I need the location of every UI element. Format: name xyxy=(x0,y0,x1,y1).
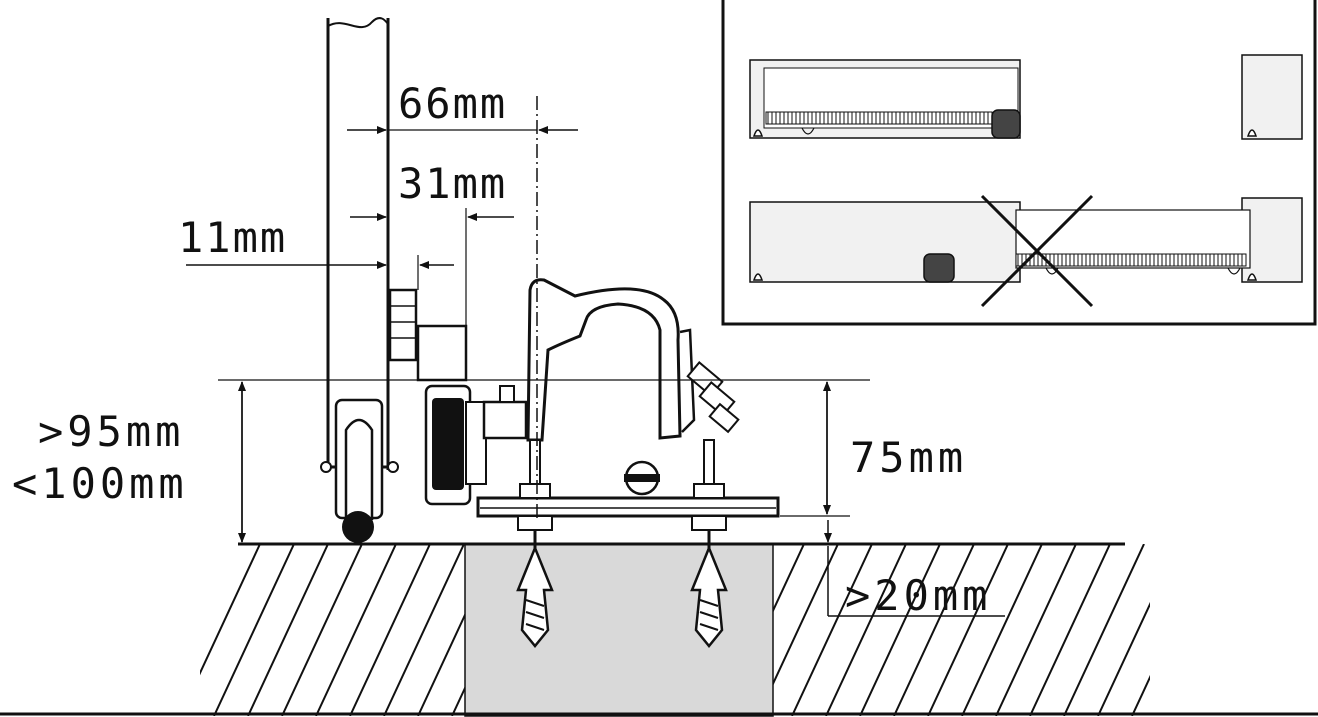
gear-rack xyxy=(388,288,468,382)
concrete-foundation xyxy=(464,543,774,717)
dimension-label-66mm: 66mm xyxy=(398,79,507,128)
gate-profile xyxy=(320,17,399,543)
dimension-label-31mm: 31mm xyxy=(398,159,507,208)
inset-rack-teeth-top xyxy=(767,112,989,124)
inset-rack-teeth-bottom xyxy=(1017,254,1243,266)
ground-section xyxy=(0,542,1318,717)
dimension-lines xyxy=(186,96,1005,617)
inset-incorrect-layout xyxy=(749,194,1303,308)
dimension-label-20mm: >20mm xyxy=(845,571,991,620)
dimension-label-min-height: >95mm xyxy=(38,407,184,456)
gate-operator xyxy=(424,278,780,531)
dimension-label-max-height: <100mm xyxy=(12,459,188,508)
anchor-right xyxy=(690,530,728,648)
dimension-label-11mm: 11mm xyxy=(178,213,287,262)
dimension-labels: 66mm 31mm 11mm >95mm <100mm 75mm >20mm xyxy=(12,79,991,620)
dimension-label-75mm: 75mm xyxy=(850,433,967,482)
anchor-left xyxy=(516,530,554,648)
inset-gate-position-panel xyxy=(721,0,1317,326)
gate-wheel xyxy=(342,511,374,543)
inset-correct-layout xyxy=(749,54,1303,140)
